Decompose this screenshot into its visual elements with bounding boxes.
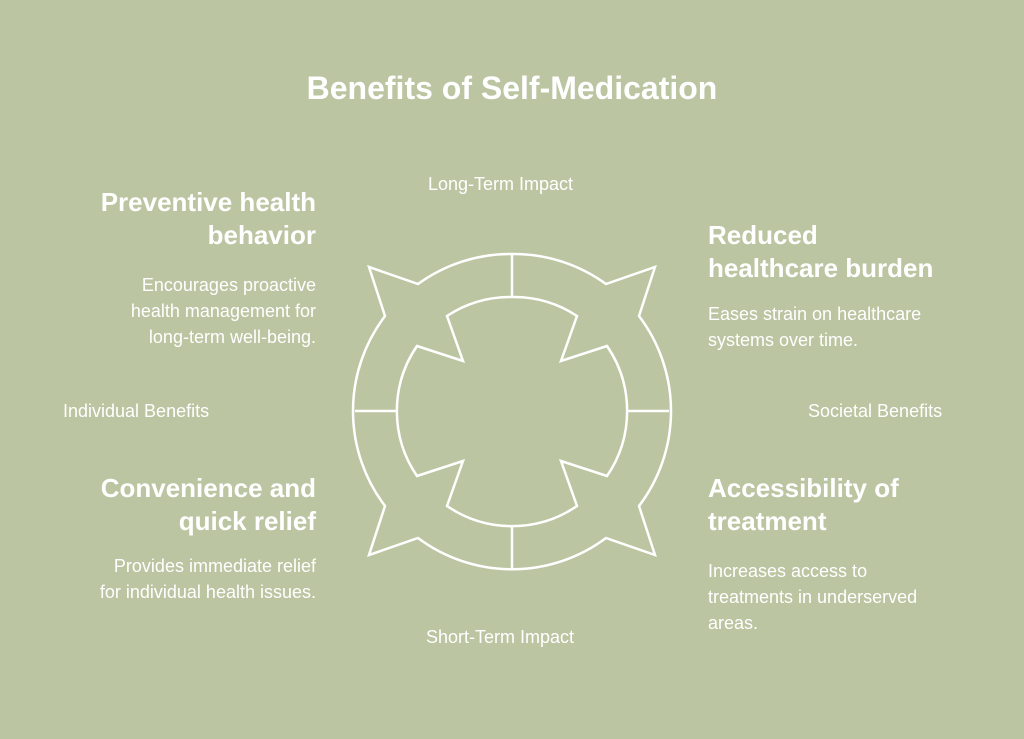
outer-ring xyxy=(351,252,673,571)
desc-line: Eases strain on healthcare xyxy=(708,304,922,324)
desc-line: long-term well-being. xyxy=(148,327,316,347)
heading-line: treatment xyxy=(708,506,827,536)
desc-line: Increases access to xyxy=(708,561,868,581)
heading-line: Convenience and xyxy=(100,473,316,503)
heading-line: healthcare burden xyxy=(708,253,934,283)
axis-label-left: Individual Benefits xyxy=(63,401,210,421)
desc-line: Provides immediate relief xyxy=(113,556,316,576)
desc-line: systems over time. xyxy=(708,330,859,350)
axis-label-top: Long-Term Impact xyxy=(428,174,574,194)
quadrant-desc-bottom-right: Increases access to treatments in unders… xyxy=(708,558,1008,636)
quadrant-heading-top-right: Reduced healthcare burden xyxy=(708,219,1008,285)
desc-line: Encourages proactive xyxy=(141,275,316,295)
desc-line: areas. xyxy=(708,613,759,633)
heading-line: quick relief xyxy=(178,506,316,536)
inner-ring xyxy=(395,295,629,528)
desc-line: for individual health issues. xyxy=(99,582,316,602)
quadrant-desc-top-left: Encourages proactive health management f… xyxy=(60,272,316,350)
quadrant-heading-bottom-right: Accessibility of treatment xyxy=(708,472,1008,538)
heading-line: Accessibility of xyxy=(708,473,899,503)
quadrant-desc-top-right: Eases strain on healthcare systems over … xyxy=(708,301,1008,353)
desc-line: health management for xyxy=(130,301,316,321)
heading-line: Reduced xyxy=(708,220,818,250)
diagram-title: Benefits of Self-Medication xyxy=(306,70,718,106)
desc-line: treatments in underserved xyxy=(708,587,918,607)
axis-label-bottom: Short-Term Impact xyxy=(426,627,575,647)
axis-label-right: Societal Benefits xyxy=(808,401,943,421)
quadrant-heading-bottom-left: Convenience and quick relief xyxy=(40,472,316,538)
quadrant-heading-top-left: Preventive health behavior xyxy=(60,186,316,252)
heading-line: Preventive health xyxy=(100,187,316,217)
quadrant-desc-bottom-left: Provides immediate relief for individual… xyxy=(40,553,316,605)
heading-line: behavior xyxy=(207,220,316,250)
